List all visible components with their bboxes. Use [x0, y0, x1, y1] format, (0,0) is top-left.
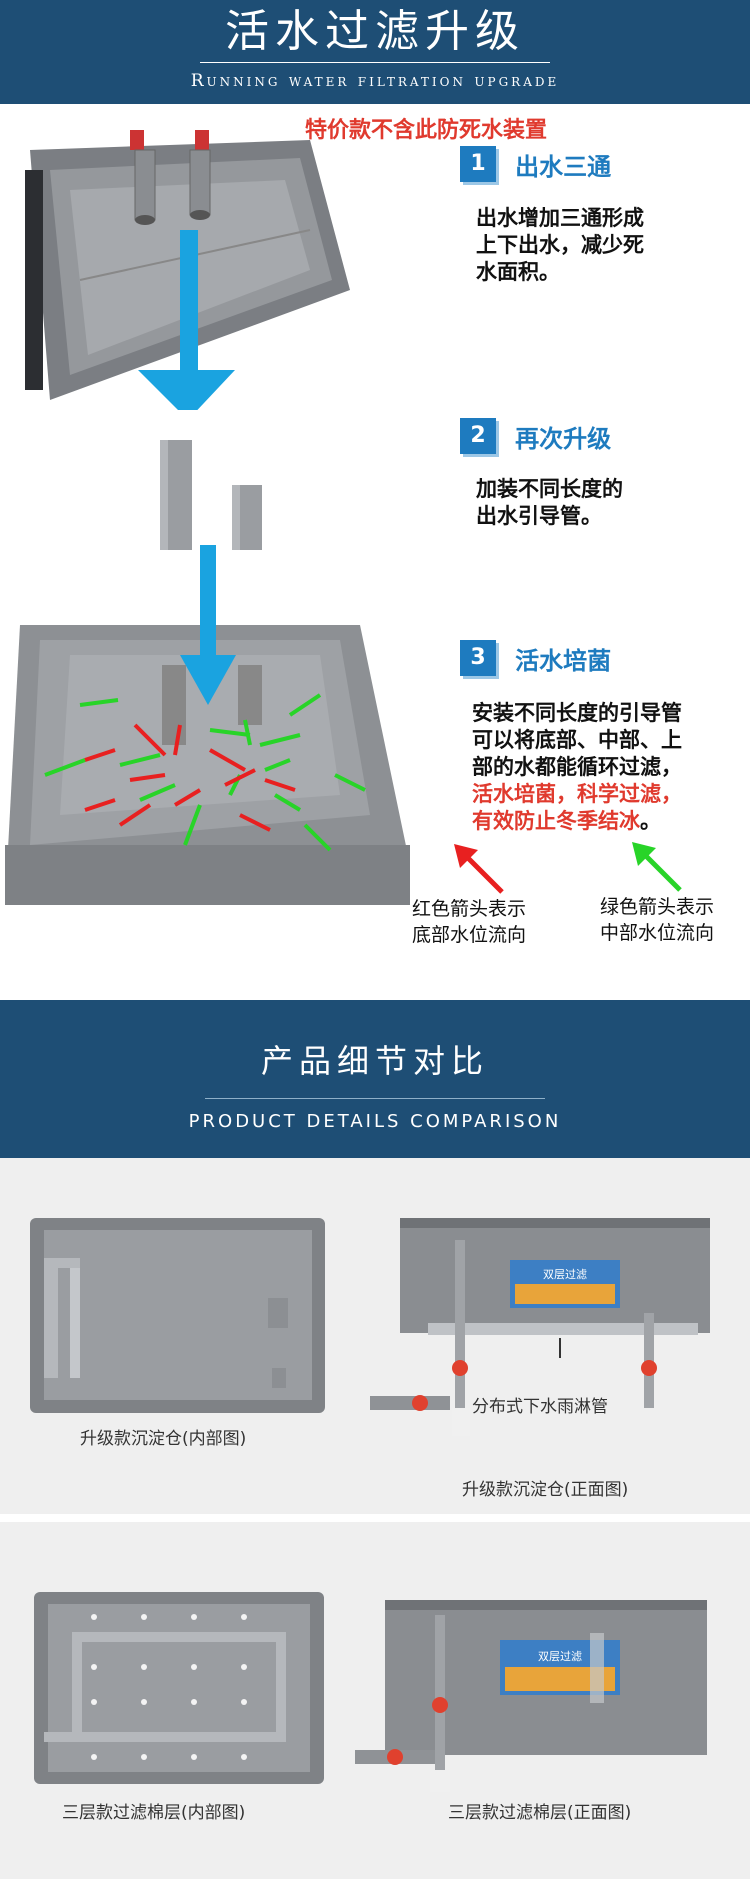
step-2-desc-line: 出水引导管。 [476, 504, 602, 528]
bottom-box-illustration [5, 545, 410, 905]
section-banner: 产品细节对比 PRODUCT DETAILS COMPARISON [0, 1000, 750, 1158]
rain-pipe-label: 分布式下水雨淋管 [472, 1397, 608, 1417]
step-3-desc-highlight: 有效防止冬季结冰 [472, 809, 640, 833]
section-subtitle: PRODUCT DETAILS COMPARISON [188, 1111, 562, 1132]
price-notice: 特价款不含此防死水装置 [305, 118, 548, 143]
step-1-title: 出水三通 [515, 152, 612, 181]
upgrade-front-image: 双层过滤 [370, 1218, 710, 1436]
step-3-title: 活水培菌 [515, 646, 612, 675]
three-layer-poster-text: 双层过滤 [538, 1650, 582, 1663]
step-2-desc: 加装不同长度的 出水引导管。 [476, 476, 623, 530]
step-2-title: 再次升级 [515, 424, 612, 453]
step-3-desc: 安装不同长度的引导管 可以将底部、中部、上 部的水都能循环过滤， 活水培菌，科学… [472, 700, 682, 835]
section-title: 产品细节对比 [260, 1042, 489, 1080]
guide-pipes-illustration [160, 440, 262, 550]
step-1: 1 出水三通 [460, 146, 611, 182]
legend-green-line: 中部水位流向 [600, 922, 715, 944]
red-arrow-icon [454, 844, 504, 894]
legend-red: 红色箭头表示 底部水位流向 [412, 896, 526, 948]
step-3-desc-line: 安装不同长度的引导管 [472, 701, 682, 725]
header-title: 活水过滤升级 [225, 6, 525, 57]
step-3-desc-line: 可以将底部、中部、上 [472, 728, 682, 752]
three-layer-interior-caption: 三层款过滤棉层(内部图) [62, 1803, 246, 1823]
step-3-desc-end: 。 [640, 809, 661, 833]
upgrade-interior-caption: 升级款沉淀仓(内部图) [80, 1429, 247, 1449]
step-1-desc-line: 出水增加三通形成 [476, 206, 644, 230]
upgrade-poster-text: 双层过滤 [543, 1268, 587, 1281]
green-arrow-icon [632, 842, 682, 892]
header-subtitle: Running water filtration upgrade [190, 71, 560, 91]
step-2-desc-line: 加装不同长度的 [476, 477, 623, 501]
three-layer-front-image: 双层过滤 [355, 1600, 707, 1792]
legend-red-line: 红色箭头表示 [412, 898, 527, 920]
step-3-number: 3 [460, 640, 496, 676]
section-divider [205, 1098, 545, 1099]
step-2-number: 2 [460, 418, 496, 454]
step-3-desc-line: 部的水都能循环过滤， [472, 755, 682, 779]
upgrade-interior-image [30, 1218, 325, 1413]
upgrade-front-caption: 升级款沉淀仓(正面图) [462, 1480, 629, 1500]
three-layer-interior-image [34, 1592, 324, 1784]
step-1-desc: 出水增加三通形成 上下出水，减少死 水面积。 [476, 205, 644, 286]
step-2: 2 再次升级 [460, 418, 611, 454]
top-box-illustration [25, 130, 350, 410]
step-1-desc-line: 上下出水，减少死 [476, 233, 644, 257]
step-3-desc-highlight: 活水培菌，科学过滤， [472, 782, 682, 806]
legend-green: 绿色箭头表示 中部水位流向 [600, 894, 714, 946]
step-1-number: 1 [460, 146, 496, 182]
header-banner: 活水过滤升级 Running water filtration upgrade [0, 0, 750, 104]
legend-red-line: 底部水位流向 [412, 924, 527, 946]
step-1-desc-line: 水面积。 [476, 260, 560, 284]
header-divider [200, 62, 550, 63]
legend-green-line: 绿色箭头表示 [600, 896, 715, 918]
three-layer-front-caption: 三层款过滤棉层(正面图) [448, 1803, 632, 1823]
step-3: 3 活水培菌 [460, 640, 611, 676]
